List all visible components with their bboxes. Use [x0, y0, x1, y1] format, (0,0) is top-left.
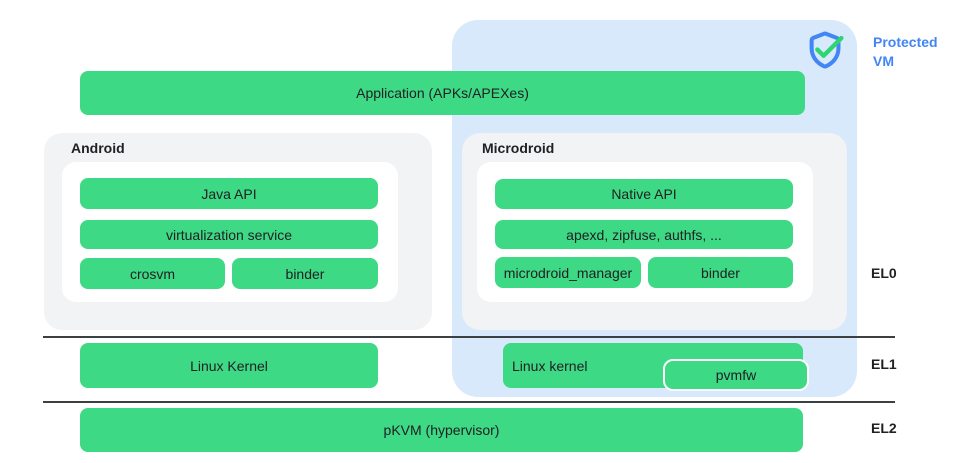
linux-kernel-android-bar: Linux Kernel — [80, 343, 378, 388]
shield-check-icon — [803, 27, 849, 73]
el1-el2-divider-line — [43, 401, 895, 403]
linux-kernel-android-label: Linux Kernel — [190, 357, 268, 374]
application-label: Application (APKs/APEXes) — [356, 85, 529, 101]
android-binder-label: binder — [285, 265, 325, 282]
native-api-label: Native API — [611, 186, 677, 202]
pvmfw-bar: pvmfw — [663, 359, 809, 391]
android-title: Android — [71, 140, 125, 156]
pvmfw-label: pvmfw — [715, 367, 757, 383]
java-api-label: Java API — [201, 185, 257, 202]
native-api-bar: Native API — [495, 179, 793, 209]
el1-label: EL1 — [871, 356, 897, 372]
android-binder-bar: binder — [232, 258, 378, 289]
pkvm-hypervisor-bar: pKVM (hypervisor) — [80, 408, 803, 452]
linux-kernel-microdroid-label: Linux kernel — [512, 357, 588, 374]
el0-el1-divider-line — [43, 336, 895, 338]
apexd-zipfuse-authfs-bar: apexd, zipfuse, authfs, ... — [495, 220, 793, 249]
el0-label: EL0 — [871, 265, 897, 281]
microdroid-binder-label: binder — [701, 264, 740, 281]
application-bar: Application (APKs/APEXes) — [80, 71, 805, 115]
microdroid-manager-bar: microdroid_manager — [495, 257, 641, 288]
java-api-bar: Java API — [80, 178, 378, 209]
crosvm-label: crosvm — [129, 265, 176, 282]
apexd-zipfuse-authfs-label: apexd, zipfuse, authfs, ... — [566, 226, 722, 243]
crosvm-bar: crosvm — [80, 258, 225, 289]
protected-vm-label: Protected VM — [873, 34, 938, 69]
pkvm-hypervisor-label: pKVM (hypervisor) — [383, 422, 500, 438]
el2-label: EL2 — [871, 420, 897, 436]
microdroid-binder-bar: binder — [648, 257, 793, 288]
microdroid-manager-label: microdroid_manager — [503, 264, 633, 281]
virtualization-service-label: virtualization service — [165, 226, 293, 243]
virtualization-service-bar: virtualization service — [80, 220, 378, 249]
microdroid-title: Microdroid — [482, 140, 555, 156]
